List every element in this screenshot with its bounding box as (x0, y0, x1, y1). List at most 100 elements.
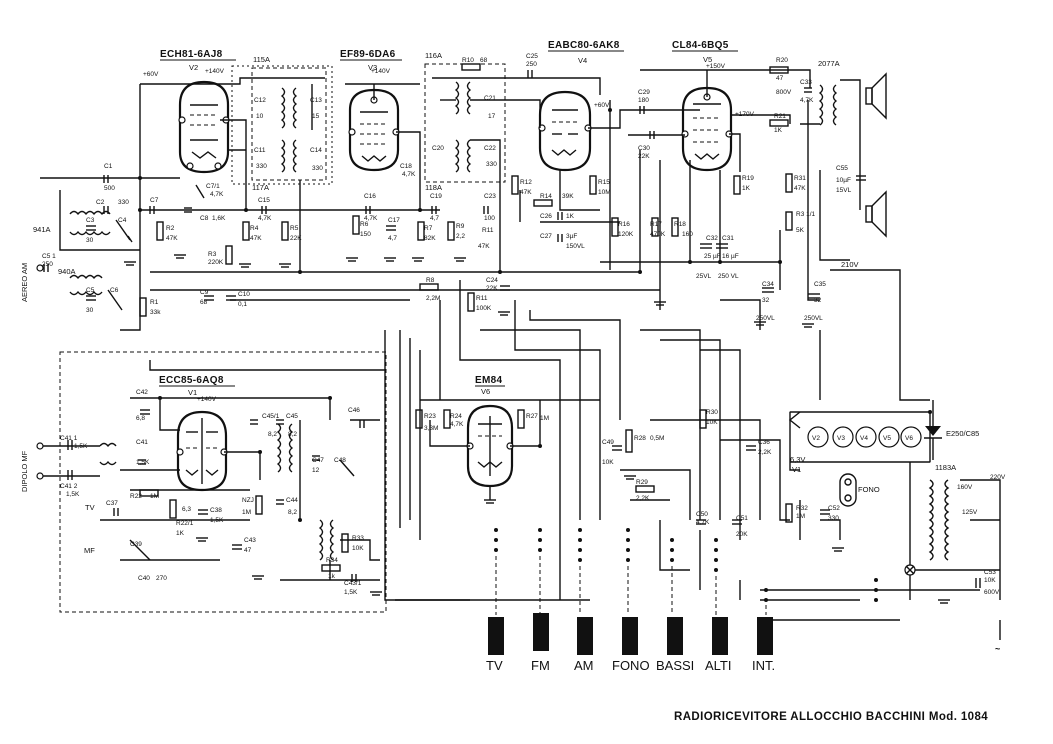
component-label: 25VL (696, 273, 712, 280)
voltage-150: +150V (706, 63, 726, 70)
t941-label: 941A (33, 225, 51, 234)
component-label: 12 (312, 467, 320, 474)
component-labels: C1 500 C2 330 C3 30 C4 C5 1 250 C5 30 C6… (42, 53, 1000, 596)
component-label: C35 (814, 281, 826, 288)
component-label: C5 1 (42, 253, 56, 260)
component-label: 1K (774, 127, 783, 134)
component-label: C26 (540, 213, 552, 220)
key-label-am: AM (574, 658, 594, 673)
tube-v4 (538, 90, 592, 172)
component-label: R16 (618, 221, 630, 228)
key-label-alti: ALTI (705, 658, 732, 673)
component-label: R3 1/1 (796, 211, 816, 218)
tv-key[interactable] (488, 617, 504, 655)
component-label: C49 (602, 439, 614, 446)
component-label: C36 (758, 439, 770, 446)
tube-v5 (681, 86, 733, 172)
component-label: 22K (486, 285, 498, 292)
fono-key[interactable] (622, 617, 638, 655)
bassi-key[interactable] (667, 617, 683, 655)
component-label: 10K (352, 545, 364, 552)
mains-symbol: ~ (995, 644, 1000, 654)
component-label: R29 (636, 479, 648, 486)
component-label: R1 (150, 299, 159, 306)
footer-title: RADIORICEVITORE ALLOCCHIO BACCHINI Mod. … (674, 711, 988, 723)
component-label: C31 (722, 235, 734, 242)
component-label: 16 µF (722, 253, 739, 260)
voltage-160: 160V (957, 484, 973, 491)
component-label: R3 (208, 251, 217, 258)
v4-ref-label: V4 (578, 56, 587, 65)
component-label: 1,5K (136, 459, 150, 466)
tube-v1 (176, 410, 228, 492)
component-label: 330 (118, 199, 129, 206)
component-label: 100 (484, 215, 495, 222)
component-label: 120K (618, 231, 634, 238)
key-labels: TV FM AM FONO BASSI ALTI INT. (486, 658, 775, 673)
fono-label: FONO (858, 485, 880, 494)
component-label: 47K (794, 185, 806, 192)
component-label: 32 (762, 297, 770, 304)
component-label: 4,7K (402, 171, 416, 178)
component-label: 270 (156, 575, 167, 582)
component-label: 1M (150, 493, 159, 500)
tube-v6 (466, 404, 514, 488)
component-label: 150VL (566, 243, 585, 250)
component-label: 330 (486, 161, 497, 168)
component-label: 6,8 (136, 415, 145, 422)
am-key[interactable] (577, 617, 593, 655)
component-label: C45/1 (262, 413, 280, 420)
v6-type-label: EM84 (475, 375, 502, 386)
component-label: 1,6K (212, 215, 226, 222)
ground-symbols (124, 254, 950, 604)
component-label: 30 (86, 237, 94, 244)
component-label: 17 (488, 113, 496, 120)
component-label: R24 (450, 413, 462, 420)
component-label: C7/1 (206, 183, 220, 190)
v3-type-label: EF89-6DA6 (340, 49, 396, 60)
component-label: 2,2K (636, 495, 650, 502)
voltage-220: 220V (990, 474, 1006, 481)
int-key[interactable] (757, 617, 773, 655)
component-label: 10 (256, 113, 264, 120)
voltage-63: 6,3V (790, 455, 805, 464)
alti-key[interactable] (712, 617, 728, 655)
component-label: 0,1 (238, 301, 247, 308)
component-label: 180 (638, 97, 649, 104)
component-label: C51 (736, 515, 748, 522)
component-label: 3µF (566, 233, 577, 240)
component-label: 1K (742, 185, 751, 192)
heater-v3: V3 (837, 435, 845, 442)
rectifier-label: E250/C85 (946, 429, 979, 438)
component-label: R8 (426, 277, 435, 284)
component-label: 1M (242, 509, 251, 516)
component-label: C2 (96, 199, 105, 206)
component-label: 4,7K (364, 215, 378, 222)
capacitors (43, 70, 981, 588)
fm-key[interactable] (533, 613, 549, 651)
component-label: 22K (638, 153, 650, 160)
key-buttons (488, 613, 773, 655)
component-label: R28 (634, 435, 646, 442)
component-label: 10M (598, 189, 611, 196)
component-label: 20K (736, 531, 748, 538)
component-label: C14 (310, 147, 322, 154)
component-label: 6,3 (182, 506, 191, 513)
component-label: R12 (520, 179, 532, 186)
component-label: 8,2 (268, 431, 277, 438)
v2-ref-label: V2 (189, 63, 198, 72)
speaker-icon (865, 72, 887, 120)
key-label-fm: FM (531, 658, 550, 673)
component-label: 250VL (804, 315, 823, 322)
component-label: 2,2K (758, 449, 772, 456)
component-label: R30 (706, 409, 718, 416)
component-label: 1k (328, 573, 336, 580)
component-label: 1M (540, 415, 549, 422)
v6-ref-label: V6 (481, 387, 490, 396)
component-label: 47K (520, 189, 532, 196)
component-label: C15 (258, 197, 270, 204)
if-coils (69, 81, 950, 561)
t2077-label: 2077A (818, 59, 840, 68)
component-label: 4,7K (258, 215, 272, 222)
voltage-210: 210V (841, 260, 859, 269)
